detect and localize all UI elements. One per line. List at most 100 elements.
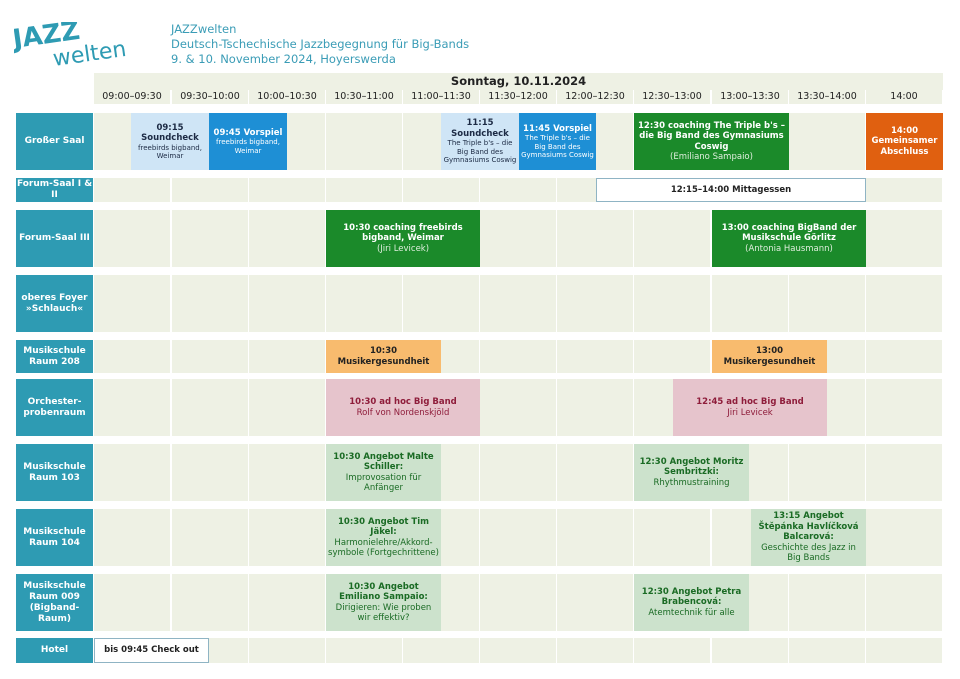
event-title: 10:30 Musikergesundheit	[337, 346, 430, 367]
event-title: 09:15 Soundcheck	[141, 122, 199, 144]
grid-cell	[326, 113, 402, 170]
grid-cell	[789, 275, 865, 332]
time-slot-label: 13:30–14:00	[789, 90, 865, 104]
event-title: 10:30 Angebot Tim Jäkel:	[337, 516, 429, 538]
grid-cell	[866, 509, 942, 566]
time-slot-label: 13:00–13:30	[712, 90, 788, 104]
grid-cell	[866, 444, 942, 501]
day-header: Sonntag, 10.11.2024	[94, 73, 943, 90]
event-detail: The Triple b's – die Big Band des Gymnas…	[521, 134, 594, 159]
time-slot-label: 09:30–10:00	[172, 90, 248, 104]
event-title: 12:45 ad hoc Big Band	[696, 397, 804, 407]
grid-cell	[94, 444, 170, 501]
grid-cell	[557, 275, 633, 332]
grid-cell	[789, 574, 865, 631]
header-title: JAZZwelten	[171, 22, 237, 36]
jazzwelten-logo: JAZZ welten	[9, 16, 132, 72]
event-fs1: 12:15–14:00 Mittagessen	[596, 178, 866, 202]
grid-cell	[480, 444, 556, 501]
grid-cell	[403, 638, 479, 663]
grid-cell	[866, 574, 942, 631]
grid-cell	[634, 509, 710, 566]
grid-cell	[94, 379, 170, 436]
grid-cell	[94, 509, 170, 566]
room-label: Forum-Saal III	[16, 210, 93, 267]
grid-cell	[557, 509, 633, 566]
grid-cell	[712, 275, 788, 332]
room-label: oberes Foyer »Schlauch«	[16, 275, 93, 332]
grid-cell	[249, 509, 325, 566]
event-r208b: 13:00 Musikergesundheit	[712, 340, 827, 373]
event-r009a: 10:30 Angebot Emiliano Sampaio:Dirigiere…	[326, 574, 441, 631]
event-title: 14:00 Gemeinsamer Abschluss	[871, 125, 938, 157]
grid-cell	[172, 444, 248, 501]
event-title: 10:30 coaching freebirds bigband, Weimar	[343, 222, 463, 244]
grid-cell	[634, 210, 710, 267]
grid-cell	[249, 210, 325, 267]
event-detail: freebirds bigband, Weimar	[138, 143, 202, 161]
grid-cell	[94, 178, 170, 202]
grid-cell	[249, 638, 325, 663]
room-label: Musikschule Raum 104	[16, 509, 93, 566]
grid-cell	[866, 210, 942, 267]
grid-cell	[326, 275, 402, 332]
event-title: 11:15 Soundcheck	[451, 118, 509, 139]
grid-cell	[172, 574, 248, 631]
event-detail: Harmonielehre/Akkord-symbole (Fortgechri…	[328, 537, 439, 559]
room-label: Musikschule Raum 208	[16, 340, 93, 373]
grid-cell	[403, 178, 479, 202]
event-title: 10:30 ad hoc Big Band	[349, 397, 457, 407]
event-title: 11:45 Vorspiel	[523, 123, 592, 134]
grid-cell	[249, 340, 325, 373]
event-detail: Rolf von Nordenskjöld	[356, 407, 450, 418]
room-label: Orchester-probenraum	[16, 379, 93, 436]
event-detail: The Triple b's – die Big Band des Gymnas…	[443, 139, 517, 165]
time-slot-label: 12:00–12:30	[557, 90, 633, 104]
grid-cell	[172, 379, 248, 436]
grid-cell	[94, 210, 170, 267]
event-gs5: 12:30 coaching The Triple b's – die Big …	[634, 113, 789, 170]
grid-cell	[557, 638, 633, 663]
event-detail: freebirds bigband, Weimar	[216, 138, 280, 155]
grid-cell	[480, 379, 556, 436]
grid-cell	[866, 379, 942, 436]
event-detail: (Antonia Hausmann)	[745, 243, 833, 254]
event-title: 13:15 Angebot Štěpánka Havlíčková Balcar…	[758, 511, 859, 543]
header-date: 9. & 10. November 2024, Hoyerswerda	[171, 52, 396, 66]
event-r009b: 12:30 Angebot Petra Brabencová:Atemtechn…	[634, 574, 749, 631]
event-detail: (Jiri Levicek)	[376, 243, 430, 254]
grid-cell	[480, 509, 556, 566]
room-label: Großer Saal	[16, 113, 93, 170]
event-title: 13:00 coaching BigBand der Musikschule G…	[721, 222, 857, 244]
grid-cell	[866, 275, 942, 332]
grid-cell	[172, 340, 248, 373]
event-title: 12:30 Angebot Moritz Sembritzki:	[639, 456, 744, 478]
event-gs6: 14:00 Gemeinsamer Abschluss	[866, 113, 943, 170]
event-f3b: 13:00 coaching BigBand der Musikschule G…	[712, 210, 866, 267]
event-title: 12:30 coaching The Triple b's – die Big …	[638, 120, 785, 152]
grid-cell	[94, 275, 170, 332]
grid-cell	[326, 178, 402, 202]
event-title: 12:15–14:00 Mittagessen	[670, 184, 792, 195]
grid-cell	[634, 340, 710, 373]
grid-cell	[557, 210, 633, 267]
event-r104a: 10:30 Angebot Tim Jäkel:Harmonielehre/Ak…	[326, 509, 441, 566]
event-detail: Rhythmustraining	[653, 477, 730, 488]
grid-cell	[249, 574, 325, 631]
grid-cell	[789, 444, 865, 501]
grid-cell	[557, 444, 633, 501]
grid-cell	[557, 340, 633, 373]
time-slot-label: 10:30–11:00	[326, 90, 402, 104]
grid-cell	[172, 509, 248, 566]
grid-cell	[403, 275, 479, 332]
grid-cell	[866, 638, 942, 663]
event-title: 12:30 Angebot Petra Brabencová:	[641, 586, 742, 608]
grid-cell	[480, 574, 556, 631]
time-slot-label: 09:00–09:30	[94, 90, 170, 104]
